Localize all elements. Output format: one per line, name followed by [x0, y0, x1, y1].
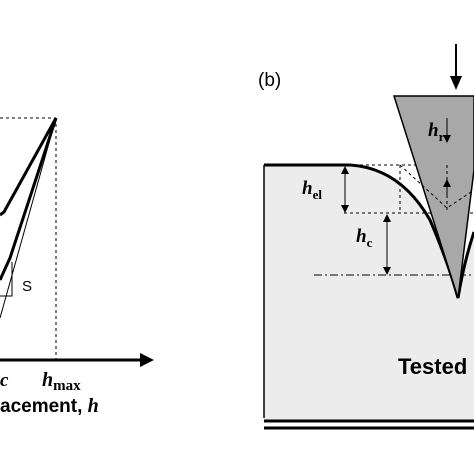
hc-label: hc — [356, 226, 373, 250]
residual-impression — [399, 164, 474, 209]
hc-label-left: c — [0, 370, 9, 391]
panel-b-tag: (b) — [258, 70, 281, 91]
x-axis-arrowhead — [140, 353, 154, 367]
indentation-panel: (b) hr hel — [258, 44, 474, 430]
specimen-body — [264, 165, 474, 420]
hel-arrow-down — [341, 205, 349, 213]
x-axis-label: acement, h — [0, 395, 99, 417]
load-displacement-panel: S c hmax acement, h — [0, 117, 154, 417]
stiffness-triangle — [0, 262, 13, 297]
hel-label: hel — [302, 178, 322, 202]
indenter — [392, 95, 474, 299]
hr-arrow-up — [443, 179, 451, 187]
loading-curve — [0, 117, 58, 217]
hc-arrow-down — [383, 267, 391, 275]
hr-label: hr — [428, 120, 445, 144]
hr-arrow-down — [443, 135, 451, 143]
hc-arrow-up — [383, 214, 391, 222]
load-arrow-head — [450, 76, 462, 90]
tangent-line — [0, 117, 57, 319]
hmax-label: hmax — [42, 369, 81, 394]
stiffness-label: S — [22, 278, 32, 295]
hel-arrow-up — [341, 166, 349, 174]
material-label: Tested — [398, 354, 467, 379]
unloading-curve — [0, 117, 58, 281]
